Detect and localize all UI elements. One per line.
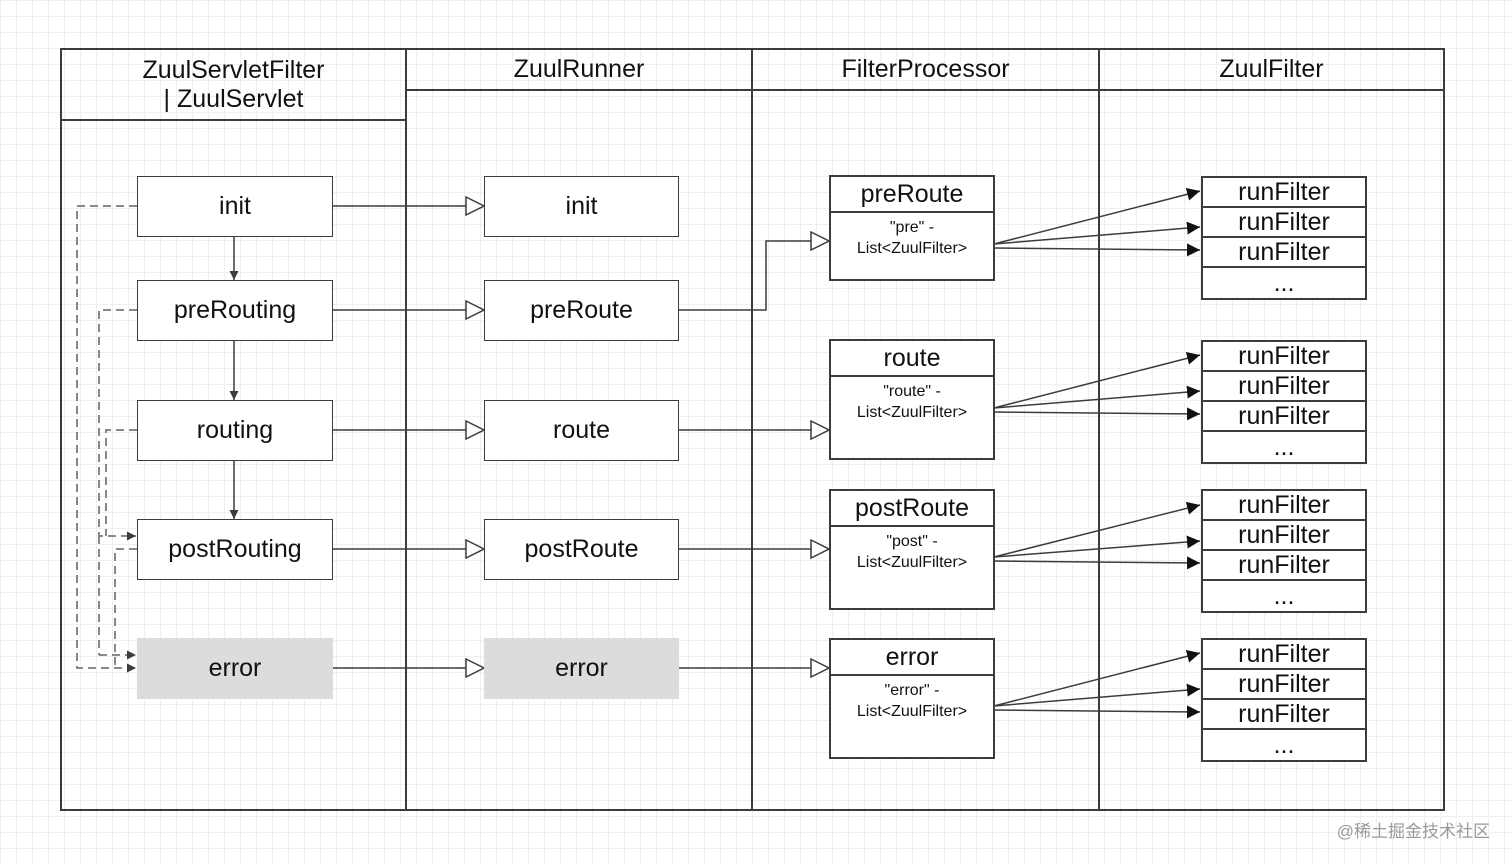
processor-title: route [831, 341, 993, 377]
runfilter-cell: runFilter [1203, 402, 1365, 432]
processor-filter-type: "route" - List<ZuulFilter> [831, 377, 993, 423]
runfilter-cell: runFilter [1203, 670, 1365, 700]
runfilter-cell: runFilter [1203, 342, 1365, 372]
lane-title: ZuulRunner [407, 50, 751, 91]
runfilter-cell: runFilter [1203, 491, 1365, 521]
runfilter-cell: runFilter [1203, 700, 1365, 730]
processor-filter-type: "post" - List<ZuulFilter> [831, 527, 993, 573]
processor-title: postRoute [831, 491, 993, 527]
watermark: @稀土掘金技术社区 [1336, 822, 1490, 841]
processor-type-label: "error" - [884, 682, 940, 699]
processor-route: route "route" - List<ZuulFilter> [829, 339, 995, 460]
processor-filter-type: "pre" - List<ZuulFilter> [831, 213, 993, 259]
runner-step-init: init [484, 176, 679, 237]
servlet-step-error: error [137, 638, 333, 699]
servlet-step-prerouting: preRouting [137, 280, 333, 341]
runner-step-postroute: postRoute [484, 519, 679, 580]
runfilter-cell: runFilter [1203, 640, 1365, 670]
runfilter-cell: runFilter [1203, 178, 1365, 208]
processor-list-label: List<ZuulFilter> [856, 554, 968, 571]
runfilter-more: ... [1273, 268, 1295, 297]
runfilter-stack-post: runFilter runFilter runFilter ... [1201, 489, 1367, 613]
runfilter-stack-route: runFilter runFilter runFilter ... [1201, 340, 1367, 464]
lane-title: FilterProcessor [753, 50, 1098, 91]
runner-step-route: route [484, 400, 679, 461]
runfilter-more: ... [1273, 581, 1295, 610]
runfilter-more: ... [1273, 432, 1295, 461]
processor-title: preRoute [831, 177, 993, 213]
processor-error: error "error" - List<ZuulFilter> [829, 638, 995, 759]
processor-list-label: List<ZuulFilter> [856, 404, 968, 421]
processor-filter-type: "error" - List<ZuulFilter> [831, 676, 993, 722]
runfilter-cell: runFilter [1203, 551, 1365, 581]
processor-type-label: "post" - [886, 533, 938, 550]
runfilter-cell: runFilter [1203, 208, 1365, 238]
processor-type-label: "pre" - [889, 219, 935, 236]
processor-postroute: postRoute "post" - List<ZuulFilter> [829, 489, 995, 610]
processor-title: error [831, 640, 993, 676]
processor-preroute: preRoute "pre" - List<ZuulFilter> [829, 175, 995, 281]
processor-type-label: "route" - [883, 383, 941, 400]
servlet-step-routing: routing [137, 400, 333, 461]
processor-list-label: List<ZuulFilter> [856, 703, 968, 720]
runfilter-cell: runFilter [1203, 521, 1365, 551]
lane-zuul-filter: ZuulFilter [1098, 48, 1445, 811]
runfilter-stack-pre: runFilter runFilter runFilter ... [1201, 176, 1367, 300]
lane-title: ZuulFilter [1100, 50, 1443, 91]
runner-step-preroute: preRoute [484, 280, 679, 341]
runfilter-more: ... [1273, 730, 1295, 759]
runfilter-stack-error: runFilter runFilter runFilter ... [1201, 638, 1367, 762]
runfilter-cell: runFilter [1203, 238, 1365, 268]
servlet-step-postrouting: postRouting [137, 519, 333, 580]
runner-step-error: error [484, 638, 679, 699]
processor-list-label: List<ZuulFilter> [856, 240, 968, 257]
runfilter-cell: runFilter [1203, 372, 1365, 402]
servlet-step-init: init [137, 176, 333, 237]
lane-title: ZuulServletFilter | ZuulServlet [62, 50, 405, 121]
